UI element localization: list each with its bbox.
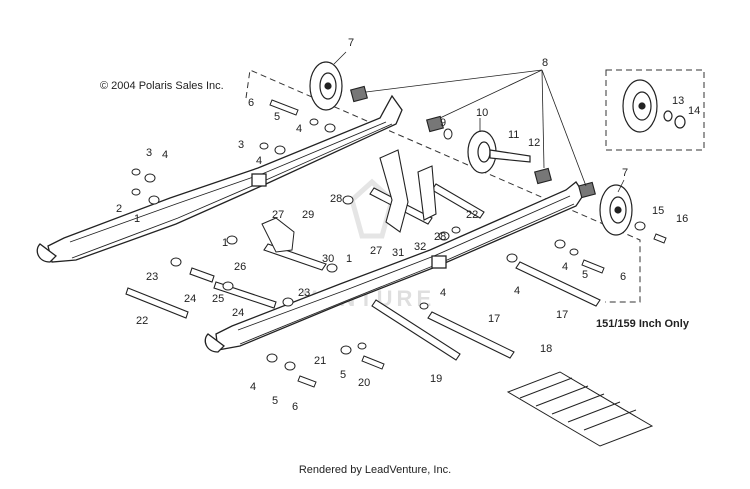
callout-10: 10: [476, 107, 488, 119]
wheel-top: [309, 61, 343, 111]
track-section: [506, 371, 654, 447]
footer-credit: Rendered by LeadVenture, Inc.: [298, 464, 452, 476]
callout-32: 32: [414, 241, 426, 253]
callout-3: 3: [146, 147, 152, 159]
callout-6: 6: [292, 401, 298, 413]
center-bracket: [379, 149, 437, 233]
idler-blocks: [350, 85, 596, 199]
wheel-center: [467, 130, 531, 174]
callout-1: 1: [134, 213, 140, 225]
wheel-right: [599, 184, 633, 236]
leader-lines: [333, 51, 625, 193]
callout-15: 15: [652, 205, 664, 217]
callout-18: 18: [540, 343, 552, 355]
callout-23: 23: [298, 287, 310, 299]
callout-5: 5: [340, 369, 346, 381]
callout-30: 30: [322, 253, 334, 265]
callout-4: 4: [514, 285, 520, 297]
callout-22: 22: [466, 209, 478, 221]
dashed-outline: [245, 69, 641, 303]
callout-28: 28: [434, 231, 446, 243]
callout-28: 28: [330, 193, 342, 205]
callout-4: 4: [562, 261, 568, 273]
callout-16: 16: [676, 213, 688, 225]
callout-22: 22: [136, 315, 148, 327]
callout-7: 7: [348, 37, 354, 49]
callout-19: 19: [430, 373, 442, 385]
callout-24: 24: [184, 293, 196, 305]
inset-box: [605, 69, 705, 151]
wheels: [309, 61, 686, 236]
callout-2: 2: [116, 203, 122, 215]
callout-25: 25: [212, 293, 224, 305]
callout-20: 20: [358, 377, 370, 389]
callout-12: 12: [528, 137, 540, 149]
callout-6: 6: [248, 97, 254, 109]
callout-26: 26: [234, 261, 246, 273]
callout-24: 24: [232, 307, 244, 319]
callout-23: 23: [146, 271, 158, 283]
callout-5: 5: [582, 269, 588, 281]
callout-31: 31: [392, 247, 404, 259]
callout-4: 4: [256, 155, 262, 167]
rail-left: [36, 94, 403, 263]
callout-11: 11: [508, 129, 519, 141]
callout-8: 8: [542, 57, 548, 69]
callout-5: 5: [272, 395, 278, 407]
size-callout: 151/159 Inch Only: [596, 318, 689, 330]
callout-14: 14: [688, 105, 700, 117]
callout-7: 7: [622, 167, 628, 179]
callout-3: 3: [238, 139, 244, 151]
callout-21: 21: [314, 355, 326, 367]
callout-27: 27: [370, 245, 382, 257]
callout-27: 27: [272, 209, 284, 221]
callout-5: 5: [274, 111, 280, 123]
callout-4: 4: [296, 123, 302, 135]
callout-4: 4: [250, 381, 256, 393]
copyright-text: © 2004 Polaris Sales Inc.: [100, 80, 224, 92]
callout-6: 6: [620, 271, 626, 283]
callout-29: 29: [302, 209, 314, 221]
callout-17: 17: [488, 313, 500, 325]
callout-labels: 1 1 1 2 3 3 4 4 4 4 4 4 4 5 5 5 5 6 6 6 …: [116, 37, 700, 413]
callout-4: 4: [440, 287, 446, 299]
callout-13: 13: [672, 95, 684, 107]
callout-1: 1: [346, 253, 352, 265]
callout-1: 1: [222, 237, 228, 249]
callout-9: 9: [440, 117, 446, 129]
hardware: [131, 99, 667, 388]
callout-4: 4: [162, 149, 168, 161]
wheel-inset: [622, 79, 686, 133]
callout-17: 17: [556, 309, 568, 321]
